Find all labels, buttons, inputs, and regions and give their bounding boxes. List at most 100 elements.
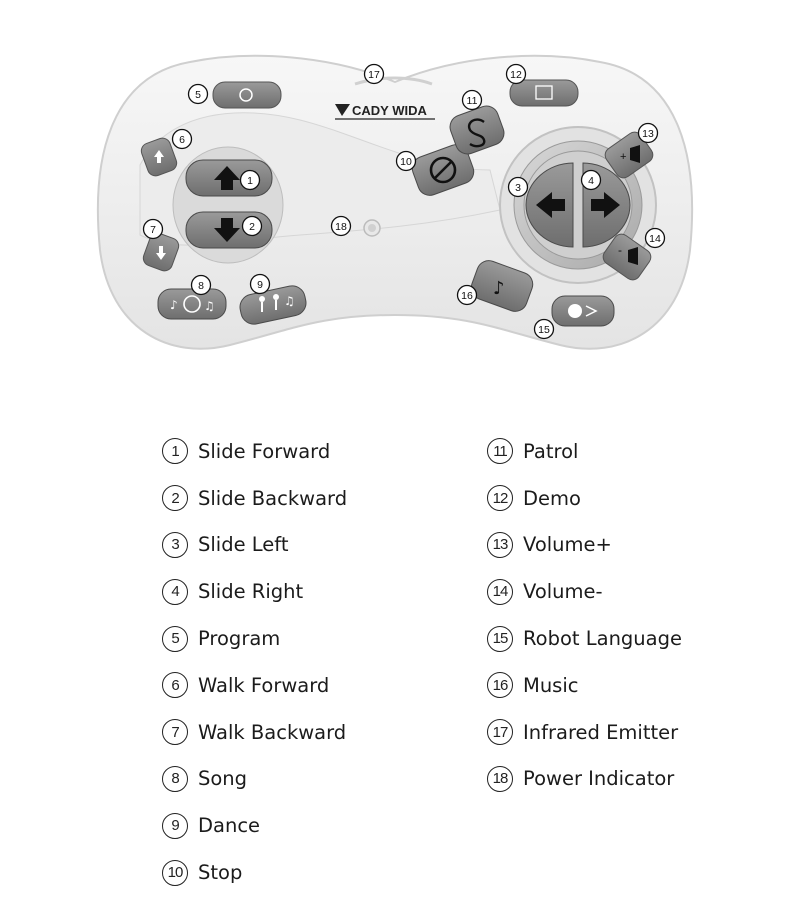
callout-15: 15 <box>533 318 555 340</box>
legend-label: Music <box>523 673 579 697</box>
legend-number: 8 <box>162 765 188 792</box>
callout-number: 7 <box>150 224 156 236</box>
legend-item: 12 Demo <box>487 475 682 522</box>
legend-label: Slide Left <box>198 533 289 557</box>
callout-1: 1 <box>239 169 261 191</box>
legend-column-right: 11 Patrol 12 Demo 13 Volume+ 14 Volume- 15 Robot … <box>487 428 682 802</box>
legend-label: Slide Backward <box>198 486 348 510</box>
legend-item: 14 Volume- <box>487 568 682 615</box>
patrol-button[interactable] <box>447 103 508 158</box>
legend-item: 15 Robot Language <box>487 615 682 662</box>
song-button[interactable]: ♪ ♫ <box>157 288 227 320</box>
callout-number: 5 <box>195 89 201 101</box>
callout-number: 15 <box>538 324 550 336</box>
legend-number: 14 <box>487 578 513 605</box>
legend-item: 2 Slide Backward <box>162 475 347 522</box>
legend-label: Robot Language <box>523 627 682 651</box>
remote-control-diagram: CADY WIDA <box>96 54 694 350</box>
legend-number: 15 <box>487 625 513 652</box>
legend-label: Stop <box>198 861 243 885</box>
callout-5: 5 <box>187 83 209 105</box>
callout-number: 18 <box>335 221 347 233</box>
callout-12: 12 <box>505 63 527 85</box>
legend-label: Volume+ <box>523 533 612 557</box>
legend-number: 5 <box>162 625 188 652</box>
legend-item: 11 Patrol <box>487 428 682 475</box>
demo-button[interactable] <box>509 79 579 107</box>
legend-number: 1 <box>162 438 188 465</box>
callout-10: 10 <box>395 150 417 172</box>
robot-language-button[interactable] <box>551 295 615 327</box>
callout-number: 10 <box>400 156 412 168</box>
callout-number: 17 <box>368 69 380 81</box>
legend-label: Power Indicator <box>523 767 675 791</box>
legend-label: Dance <box>198 814 261 838</box>
callout-number: 4 <box>588 175 594 187</box>
legend-number: 3 <box>162 531 188 558</box>
svg-text:♪: ♪ <box>170 298 178 312</box>
callout-number: 12 <box>510 69 522 81</box>
callout-7: 7 <box>142 218 164 240</box>
stop-button[interactable] <box>409 141 477 198</box>
legend-label: Slide Forward <box>198 439 331 463</box>
legend-item: 9 Dance <box>162 802 347 849</box>
legend-item: 4 Slide Right <box>162 568 347 615</box>
callout-number: 9 <box>257 279 263 291</box>
svg-text:♫: ♫ <box>284 294 295 308</box>
legend-item: 6 Walk Forward <box>162 662 347 709</box>
callout-13: 13 <box>637 122 659 144</box>
legend-number: 6 <box>162 672 188 699</box>
callout-2: 2 <box>241 215 263 237</box>
legend-number: 18 <box>487 765 513 792</box>
legend-number: 13 <box>487 531 513 558</box>
callout-3: 3 <box>507 176 529 198</box>
svg-text:+: + <box>620 151 626 163</box>
walk-backward-button[interactable] <box>141 231 181 273</box>
callout-number: 1 <box>247 175 253 187</box>
legend-number: 9 <box>162 812 188 839</box>
legend-number: 17 <box>487 719 513 746</box>
legend-label: Patrol <box>523 439 579 463</box>
callout-18: 18 <box>330 215 352 237</box>
brand-logo: CADY WIDA <box>335 103 435 120</box>
legend-item: 17 Infrared Emitter <box>487 709 682 756</box>
svg-text:-: - <box>618 243 622 257</box>
music-button[interactable]: ♪ <box>468 257 536 314</box>
callout-number: 3 <box>515 182 521 194</box>
legend-label: Slide Right <box>198 580 304 604</box>
legend-label: Demo <box>523 486 581 510</box>
legend-number: 2 <box>162 485 188 512</box>
program-button[interactable] <box>212 81 282 109</box>
walk-forward-button[interactable] <box>139 136 179 178</box>
legend-label: Infrared Emitter <box>523 720 679 744</box>
legend-number: 12 <box>487 485 513 512</box>
callout-11: 11 <box>461 89 483 111</box>
callout-number: 16 <box>461 290 473 302</box>
callout-9: 9 <box>249 273 271 295</box>
legend-number: 4 <box>162 578 188 605</box>
callout-8: 8 <box>190 274 212 296</box>
callout-6: 6 <box>171 128 193 150</box>
callout-number: 6 <box>179 134 185 146</box>
legend-number: 11 <box>487 438 513 465</box>
power-indicator <box>363 219 381 237</box>
callout-number: 14 <box>649 233 661 245</box>
svg-text:♪: ♪ <box>493 278 505 299</box>
legend-item: 18 Power Indicator <box>487 756 682 803</box>
volume-up-button[interactable]: + <box>602 129 656 181</box>
legend-label: Walk Forward <box>198 673 330 697</box>
callout-14: 14 <box>644 227 666 249</box>
slide-left-button[interactable] <box>525 162 574 248</box>
svg-text:♫: ♫ <box>204 299 215 313</box>
dance-button[interactable]: ♫ <box>238 283 309 326</box>
legend-item: 3 Slide Left <box>162 522 347 569</box>
legend-label: Volume- <box>523 580 603 604</box>
legend-label: Walk Backward <box>198 720 347 744</box>
volume-down-button[interactable]: - <box>600 231 654 283</box>
legend-item: 1 Slide Forward <box>162 428 347 475</box>
